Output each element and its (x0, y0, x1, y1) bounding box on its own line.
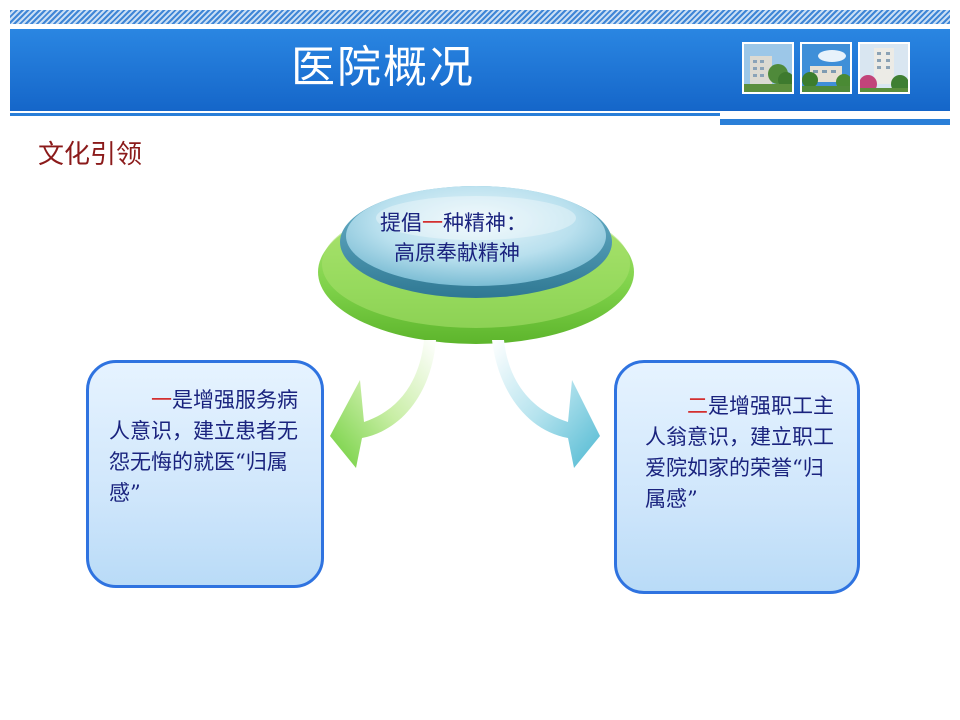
hospital-photo-icon (800, 42, 852, 94)
center-line-1: 提倡一种精神： (360, 208, 590, 238)
center-message: 提倡一种精神： 高原奉献精神 (360, 208, 590, 268)
header-underline (10, 113, 720, 116)
center-line-1-suffix: 种精神： (443, 211, 527, 235)
right-card-highlight: 二 (687, 394, 708, 418)
page-title: 医院概况 (291, 42, 475, 93)
top-stripe (10, 10, 950, 24)
left-card-text: 一是增强服务病人意识，建立患者无怨无悔的就医“归属感” (109, 385, 303, 509)
right-card-body: 是增强职工主人翁意识，建立职工爱院如家的荣誉“归属感” (645, 394, 834, 511)
left-card: 一是增强服务病人意识，建立患者无怨无悔的就医“归属感” (86, 360, 324, 588)
right-card-text: 二是增强职工主人翁意识，建立职工爱院如家的荣誉“归属感” (645, 391, 839, 515)
center-line-1-highlight: 一 (422, 211, 443, 235)
flow-arrows (330, 340, 600, 468)
left-card-body: 是增强服务病人意识，建立患者无怨无悔的就医“归属感” (109, 388, 298, 505)
right-arrow-icon (492, 340, 600, 468)
header-underline-right (720, 119, 950, 125)
left-card-highlight: 一 (151, 388, 172, 412)
hospital-photo-icon (742, 42, 794, 94)
hospital-photo-icon (858, 42, 910, 94)
left-arrow-icon (330, 340, 436, 468)
center-line-1-prefix: 提倡 (380, 211, 422, 235)
center-line-2: 高原奉献精神 (394, 241, 520, 265)
section-title: 文化引领 (38, 140, 143, 170)
header-photos (742, 42, 910, 94)
center-disc (318, 186, 634, 344)
right-card: 二是增强职工主人翁意识，建立职工爱院如家的荣誉“归属感” (614, 360, 860, 594)
